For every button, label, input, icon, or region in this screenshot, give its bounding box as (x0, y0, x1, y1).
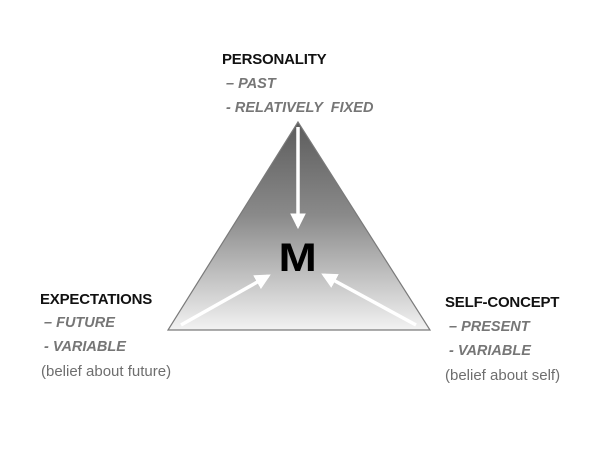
arrow-from-self-concept (321, 273, 417, 327)
personality-line-fixed: - RELATIVELY FIXED (226, 100, 374, 116)
self-concept-line-variable: - VARIABLE (449, 343, 531, 359)
expectations-line-future: – FUTURE (44, 315, 115, 331)
expectations-note: (belief about future) (41, 363, 172, 380)
personality-title: PERSONALITY (222, 51, 327, 68)
arrow-from-expectations (180, 274, 271, 327)
personality-line-past: – PAST (226, 76, 276, 92)
expectations-line-variable: - VARIABLE (44, 339, 126, 355)
self-concept-line-present: – PRESENT (449, 319, 530, 335)
self-concept-title: SELF-CONCEPT (445, 294, 560, 311)
center-letter-m: M (278, 236, 317, 280)
self-concept-note: (belief about self) (445, 367, 561, 384)
expectations-title: EXPECTATIONS (40, 291, 153, 308)
